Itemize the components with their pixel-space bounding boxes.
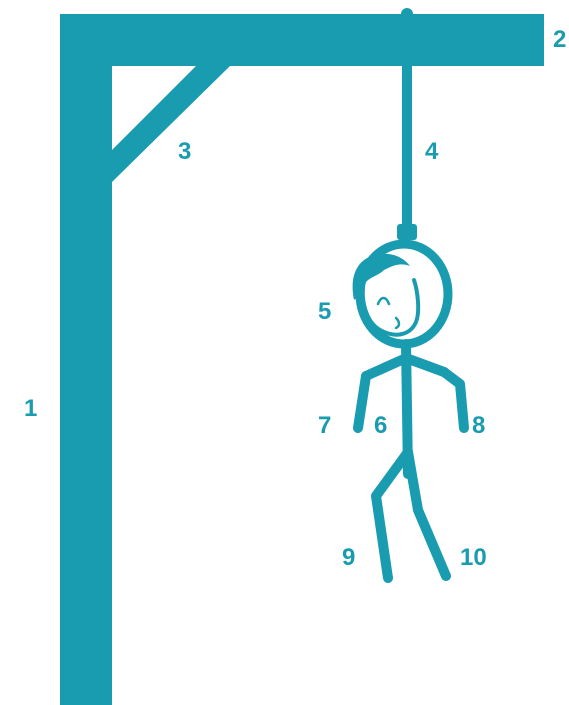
label-left-leg: 9 [342,546,355,570]
gallows-brace [112,66,230,182]
label-right-arm: 8 [472,414,485,438]
gallows [60,14,544,705]
eye [378,298,389,304]
head [353,244,448,344]
rope-knot [397,224,417,240]
gallows-beam [60,14,544,66]
mouth [396,318,399,328]
label-upright: 1 [24,397,37,421]
stick-figure [358,344,464,578]
label-rope: 4 [425,140,438,164]
label-brace: 3 [178,140,191,164]
right-arm [444,372,464,428]
label-beam: 2 [553,28,566,52]
gallows-upright [60,14,112,705]
label-head: 5 [318,300,331,324]
rope-line [402,14,412,226]
left-arm [358,376,366,428]
label-body: 6 [374,414,387,438]
label-left-arm: 7 [318,414,331,438]
right-leg [408,452,446,576]
label-right-leg: 10 [460,546,487,570]
